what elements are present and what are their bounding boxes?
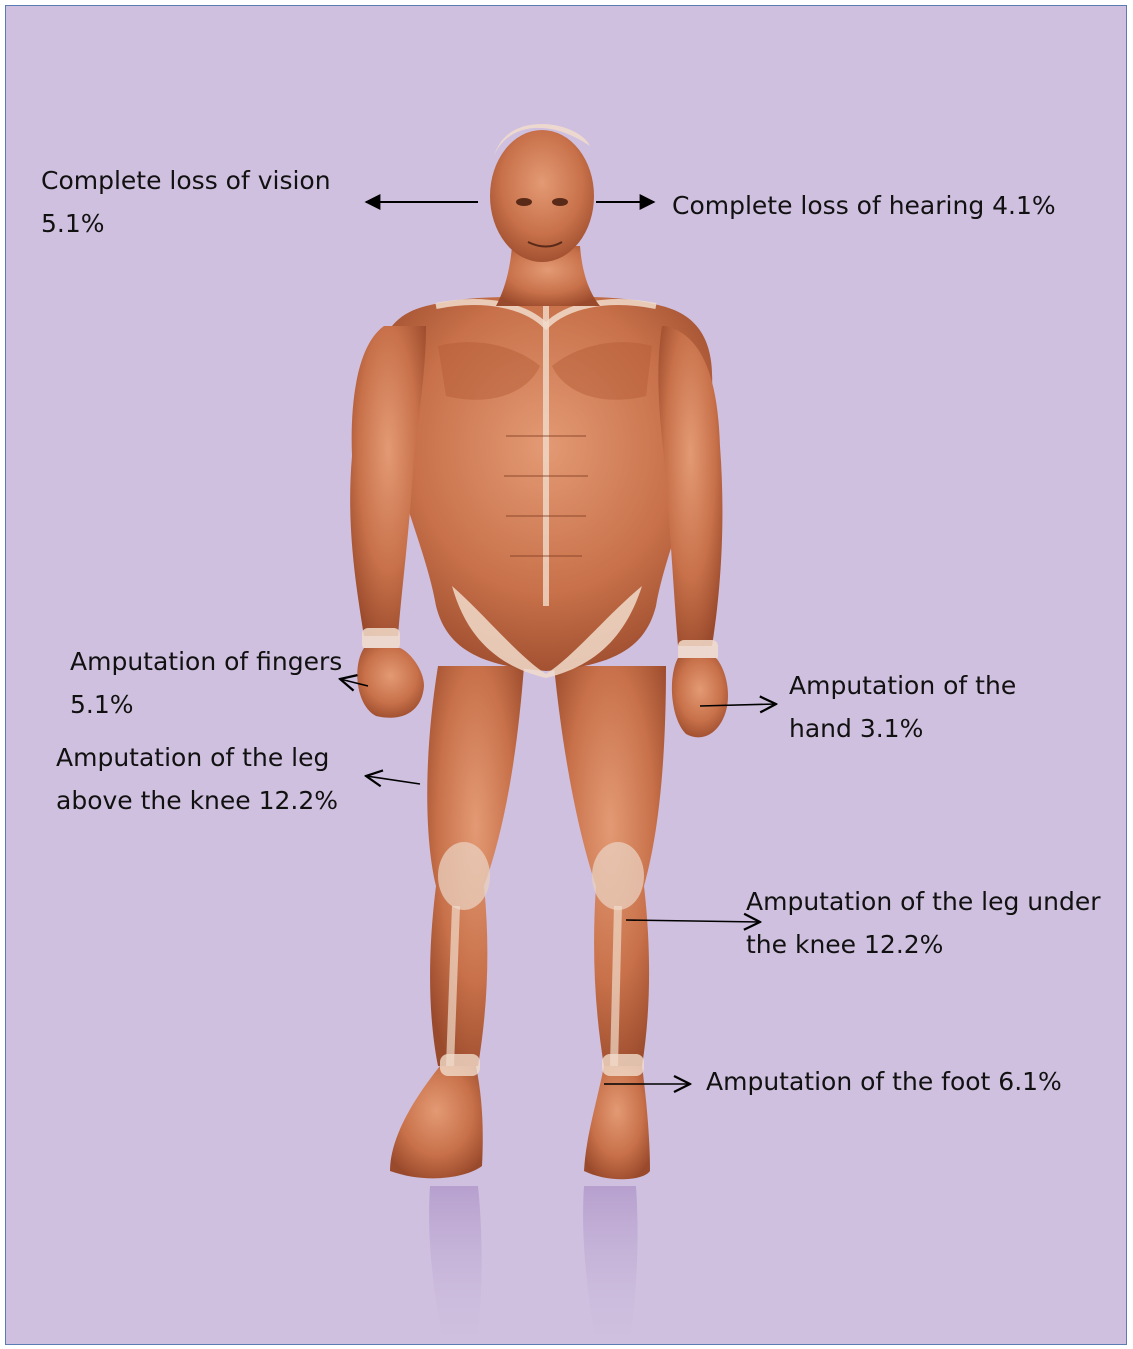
label-leg-under-line-1: Amputation of the leg under [746, 880, 1101, 923]
label-leg-above-line-2: above the knee 12.2% [56, 779, 338, 822]
label-fingers-line-1: Amputation of fingers [70, 640, 342, 683]
label-hand-line-1: Amputation of the [789, 664, 1016, 707]
label-hand-line-2: hand 3.1% [789, 707, 1016, 750]
label-leg-under-line-2: the knee 12.2% [746, 923, 1101, 966]
label-fingers: Amputation of fingers 5.1% [70, 640, 342, 726]
label-leg-above-line-1: Amputation of the leg [56, 736, 338, 779]
human-body [350, 124, 728, 1179]
label-vision-line-2: 5.1% [41, 202, 331, 245]
label-leg-above: Amputation of the leg above the knee 12.… [56, 736, 338, 822]
leg-above-arrow [366, 776, 420, 784]
label-hand: Amputation of the hand 3.1% [789, 664, 1016, 750]
label-foot: Amputation of the foot 6.1% [706, 1060, 1062, 1103]
floor-reflection [429, 1186, 637, 1345]
label-leg-under: Amputation of the leg under the knee 12.… [746, 880, 1101, 966]
label-vision-line-1: Complete loss of vision [41, 159, 331, 202]
label-vision: Complete loss of vision 5.1% [41, 159, 331, 245]
label-fingers-line-2: 5.1% [70, 683, 342, 726]
label-hearing: Complete loss of hearing 4.1% [672, 184, 1056, 227]
label-hearing-line-1: Complete loss of hearing 4.1% [672, 184, 1056, 227]
label-foot-line-1: Amputation of the foot 6.1% [706, 1060, 1062, 1103]
diagram-frame: Complete loss of vision 5.1% Complete lo… [5, 5, 1127, 1345]
